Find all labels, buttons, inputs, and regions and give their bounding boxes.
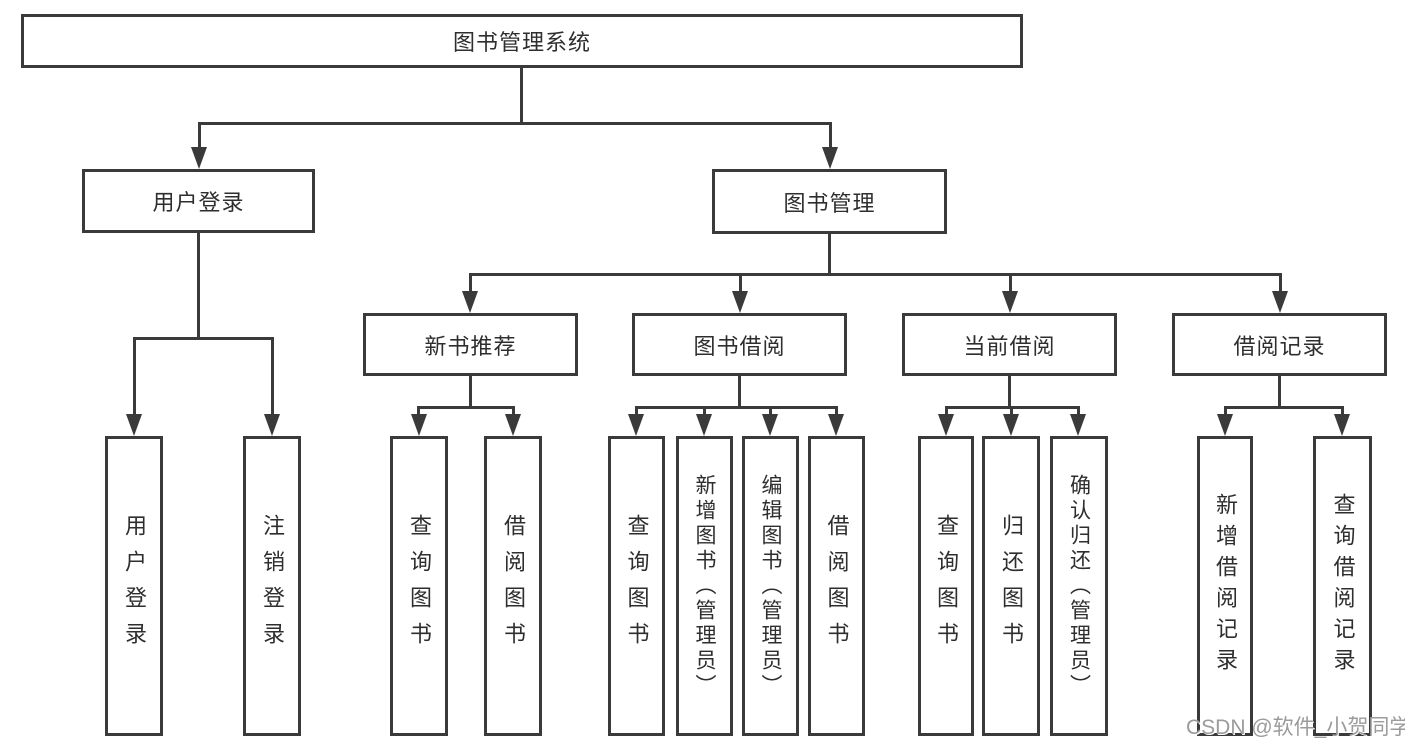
node-current-borrow-label: 当前借阅 [963,333,1056,359]
connector [198,122,201,149]
connector [512,406,515,416]
leaf-user-login: 用户登录 [105,436,163,736]
connector [469,273,472,292]
connector [469,273,1282,276]
connector [1279,273,1282,292]
leaf-current-confirm-return-admin: 确认归还（管理员） [1050,436,1108,736]
connector [635,406,638,416]
leaf-recommend-query-book: 查询图书 [390,436,448,736]
node-user-login: 用户登录 [82,169,315,233]
arrowhead-icon [191,147,207,169]
leaf-current-confirm-return-admin-label: 确认归还（管理员） [1067,473,1091,699]
arrowhead-icon [462,291,478,313]
connector [739,273,742,292]
leaf-borrow-borrow-book: 借阅图书 [808,436,865,736]
connector [1341,406,1344,416]
arrowhead-icon [1003,414,1019,436]
leaf-current-query-book-label: 查询图书 [934,514,959,658]
leaf-current-return-book-label: 归还图书 [999,514,1024,658]
leaf-record-query-record-label: 查询借阅记录 [1330,493,1356,679]
arrowhead-icon [1070,414,1086,436]
connector [738,376,741,406]
node-borrow-record: 借阅记录 [1172,313,1387,376]
connector [1278,376,1281,406]
arrowhead-icon [1217,414,1233,436]
leaf-borrow-borrow-book-label: 借阅图书 [824,514,850,658]
connector [1224,406,1344,409]
connector [828,234,831,273]
node-book-borrow-label: 图书借阅 [693,333,786,359]
arrowhead-icon [126,414,142,436]
node-book-borrow: 图书借阅 [632,313,847,376]
arrowhead-icon [732,291,748,313]
arrowhead-icon [938,414,954,436]
connector [769,406,772,416]
node-current-borrow: 当前借阅 [902,313,1117,376]
node-new-book-recommend: 新书推荐 [363,313,578,376]
connector [133,337,136,415]
connector [133,337,274,340]
connector [198,122,832,125]
arrowhead-icon [822,147,838,169]
connector [829,122,832,149]
arrowhead-icon [762,414,778,436]
node-borrow-record-label: 借阅记录 [1233,333,1326,359]
connector [1008,376,1011,406]
arrowhead-icon [505,414,521,436]
node-book-management: 图书管理 [712,169,947,234]
leaf-user-login-label: 用户登录 [122,514,147,658]
leaf-record-add-record: 新增借阅记录 [1197,436,1253,736]
connector [1224,406,1227,416]
connector [1010,406,1013,416]
leaf-borrow-query-book: 查询图书 [608,436,665,736]
arrowhead-icon [411,414,427,436]
connector [703,406,706,416]
connector [1009,273,1012,292]
leaf-recommend-borrow-book-label: 借阅图书 [501,514,526,658]
connector [945,406,948,416]
leaf-logout-label: 注销登录 [260,514,285,658]
connector [417,406,420,416]
leaf-borrow-query-book-label: 查询图书 [624,514,650,658]
leaf-borrow-add-book-admin: 新增图书（管理员） [676,436,733,736]
arrowhead-icon [1002,291,1018,313]
connector [1077,406,1080,416]
arrowhead-icon [696,414,712,436]
arrowhead-icon [628,414,644,436]
leaf-borrow-edit-book-admin-label: 编辑图书（管理员） [759,473,782,699]
leaf-record-add-record-label: 新增借阅记录 [1213,493,1238,679]
arrowhead-icon [264,414,280,436]
connector [197,233,200,337]
connector [635,406,837,409]
connector [271,337,274,415]
connector [417,406,515,409]
leaf-recommend-query-book-label: 查询图书 [407,514,432,658]
arrowhead-icon [828,414,844,436]
connector [835,406,838,416]
arrowhead-icon [1272,291,1288,313]
leaf-logout: 注销登录 [243,436,301,736]
connector [469,376,472,406]
arrowhead-icon [1334,414,1350,436]
node-root-label: 图书管理系统 [452,30,591,55]
node-user-login-label: 用户登录 [152,190,245,215]
connector [520,68,523,122]
leaf-record-query-record: 查询借阅记录 [1313,436,1372,736]
node-root: 图书管理系统 [21,14,1023,68]
node-new-book-recommend-label: 新书推荐 [424,333,517,359]
leaf-borrow-add-book-admin-label: 新增图书（管理员） [693,473,716,699]
leaf-recommend-borrow-book: 借阅图书 [484,436,542,736]
leaf-current-return-book: 归还图书 [982,436,1040,736]
csdn-watermark: CSDN @软件_小贺同学 [1186,716,1405,739]
leaf-borrow-edit-book-admin: 编辑图书（管理员） [742,436,799,736]
leaf-current-query-book: 查询图书 [918,436,974,736]
node-book-management-label: 图书管理 [783,190,876,216]
